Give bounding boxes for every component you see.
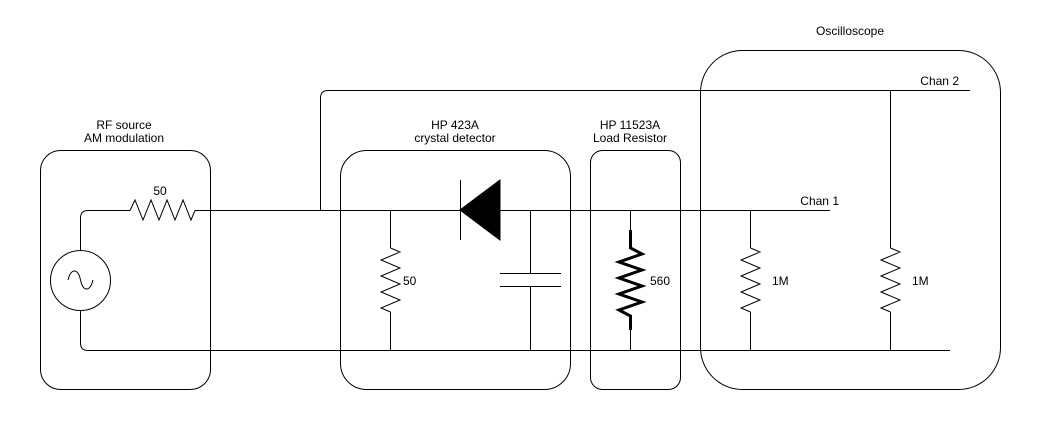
source-resistor (129, 198, 196, 222)
chan2-label: Chan 2 (920, 74, 959, 88)
sine-wave-icon (67, 270, 94, 290)
detector-box (340, 150, 571, 390)
chan1-input-resistor (739, 247, 762, 313)
detector-resistor (379, 247, 402, 313)
chan1-label: Chan 1 (800, 194, 839, 208)
rf-source-box (40, 150, 211, 390)
load-box (590, 150, 681, 390)
source-resistor-label: 50 (153, 184, 167, 198)
diode-symbol (459, 179, 501, 241)
chan1-resistor-label: 1M (772, 274, 789, 288)
load-resistor-label: 560 (650, 274, 670, 288)
rf-source-subtitle: AM modulation (84, 131, 164, 145)
detector-title: HP 423A (431, 118, 479, 132)
oscilloscope-box (700, 50, 1001, 390)
load-subtitle: Load Resistor (593, 131, 667, 145)
detector-subtitle: crystal detector (414, 131, 495, 145)
load-resistor (614, 230, 647, 330)
rf-source-title: RF source (96, 118, 152, 132)
detector-resistor-label: 50 (403, 274, 417, 288)
load-title: HP 11523A (600, 118, 660, 132)
oscilloscope-title: Oscilloscope (816, 24, 884, 38)
source-lead-bottom (80, 310, 950, 351)
chan2-wire (320, 90, 970, 211)
chan2-input-resistor (879, 247, 902, 313)
source-lead-top (80, 210, 130, 251)
chan2-resistor-label: 1M (912, 274, 929, 288)
